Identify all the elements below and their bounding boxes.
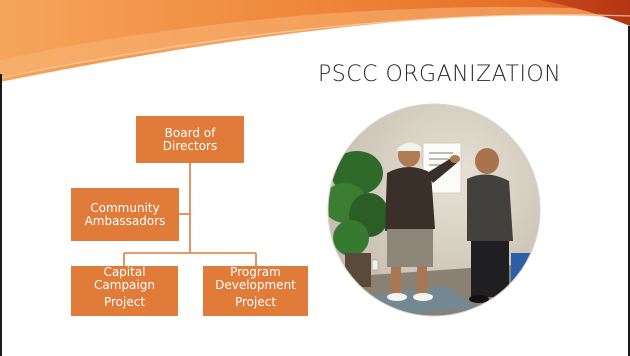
meeting-photo — [327, 103, 541, 317]
org-box-community-ambassadors: Community Ambassadors — [71, 188, 179, 241]
capital-line3: Project — [103, 295, 146, 309]
decorative-banner — [0, 0, 630, 82]
capital-line2: Campaign — [94, 278, 155, 292]
ambassadors-line2: Ambassadors — [84, 213, 166, 228]
board-line2: Directors — [162, 138, 218, 153]
program-line1: Program — [230, 265, 281, 279]
slide-frame-right — [628, 26, 630, 356]
ambassadors-line1: Community — [90, 200, 160, 215]
board-line1: Board of — [164, 125, 216, 140]
program-line3: Project — [234, 295, 277, 309]
capital-line1: Capital — [103, 265, 146, 279]
org-box-capital-campaign-project: Capital Campaign Project — [71, 266, 178, 316]
org-box-board-of-directors: Board of Directors — [136, 116, 244, 163]
slide-title: PSCC ORGANIZATION — [318, 62, 562, 87]
org-box-program-development-project: Program Development Project — [203, 266, 308, 316]
slide-frame-left — [0, 74, 2, 356]
program-line2: Development — [215, 278, 296, 292]
